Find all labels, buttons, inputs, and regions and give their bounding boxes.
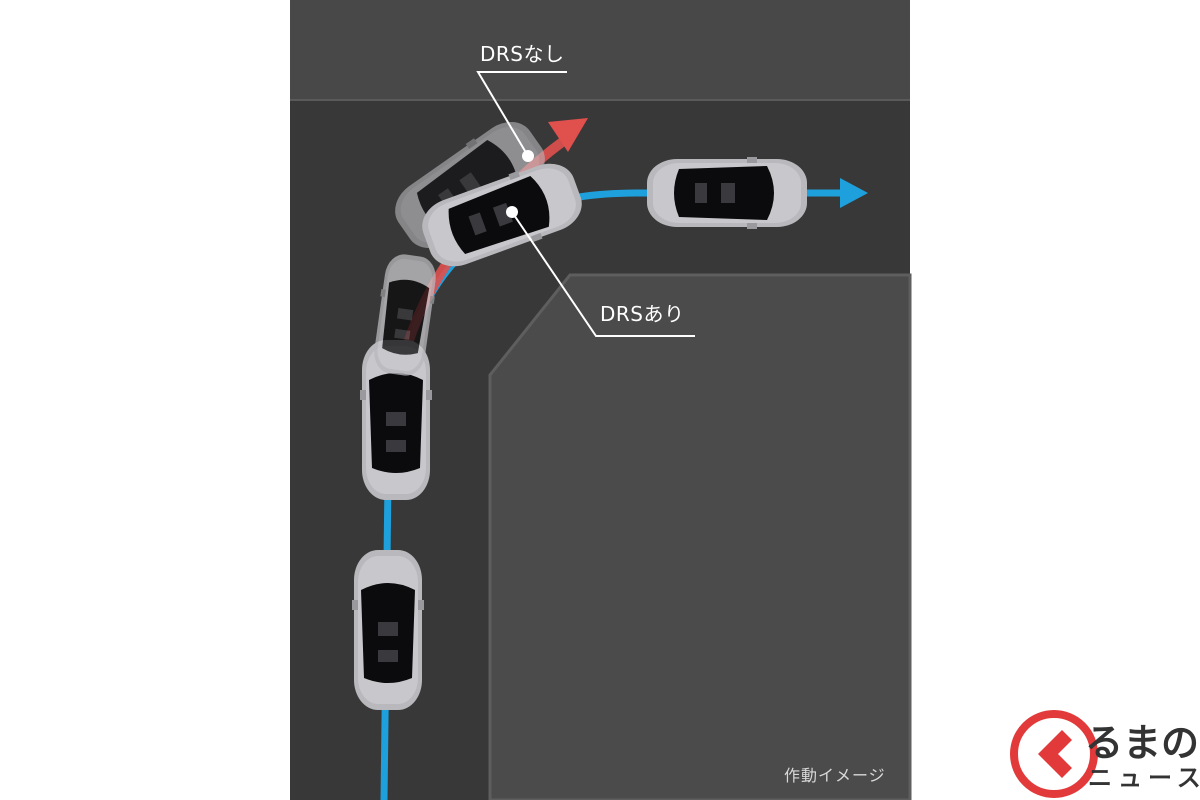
leader-line-drs-off: [476, 71, 567, 157]
arrow-head-without-drs: [548, 118, 588, 152]
kuruma-news-logo-icon: [1010, 710, 1098, 798]
car-straight: [647, 157, 807, 229]
leader-line-drs-on: [511, 211, 695, 337]
inner-block: [488, 273, 912, 800]
caption: 作動イメージ: [784, 766, 886, 785]
arrow-head-with-drs: [840, 178, 868, 208]
car-1: [352, 550, 424, 710]
leader-dot-drs-on: [506, 206, 518, 218]
logo-text-top: るまの: [1085, 721, 1200, 765]
leader-dot-drs-off: [522, 150, 534, 162]
logo-text-bottom: ニュース: [1088, 764, 1200, 792]
label-drs-off: DRSなし: [480, 42, 565, 66]
label-drs-on: DRSあり: [600, 302, 685, 326]
